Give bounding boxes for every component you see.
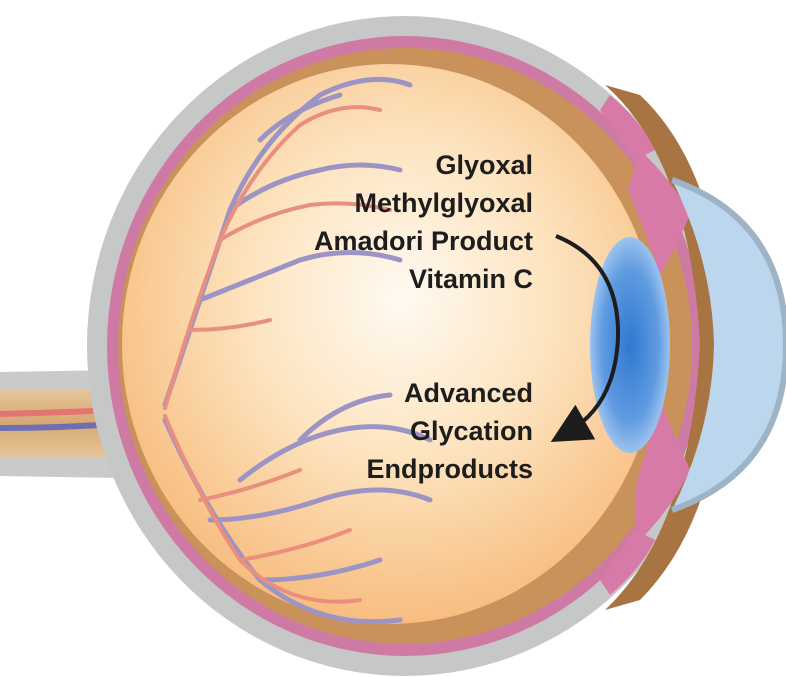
- label-glyoxal: Glyoxal: [314, 146, 533, 184]
- product-labels: Advanced Glycation Endproducts: [367, 374, 534, 488]
- label-endproducts: Endproducts: [367, 450, 534, 488]
- label-amadori-product: Amadori Product: [314, 222, 533, 260]
- label-vitamin-c: Vitamin C: [314, 260, 533, 298]
- substrate-labels: Glyoxal Methylglyoxal Amadori Product Vi…: [314, 146, 533, 298]
- label-glycation: Glycation: [367, 412, 534, 450]
- label-methylglyoxal: Methylglyoxal: [314, 184, 533, 222]
- label-advanced: Advanced: [367, 374, 534, 412]
